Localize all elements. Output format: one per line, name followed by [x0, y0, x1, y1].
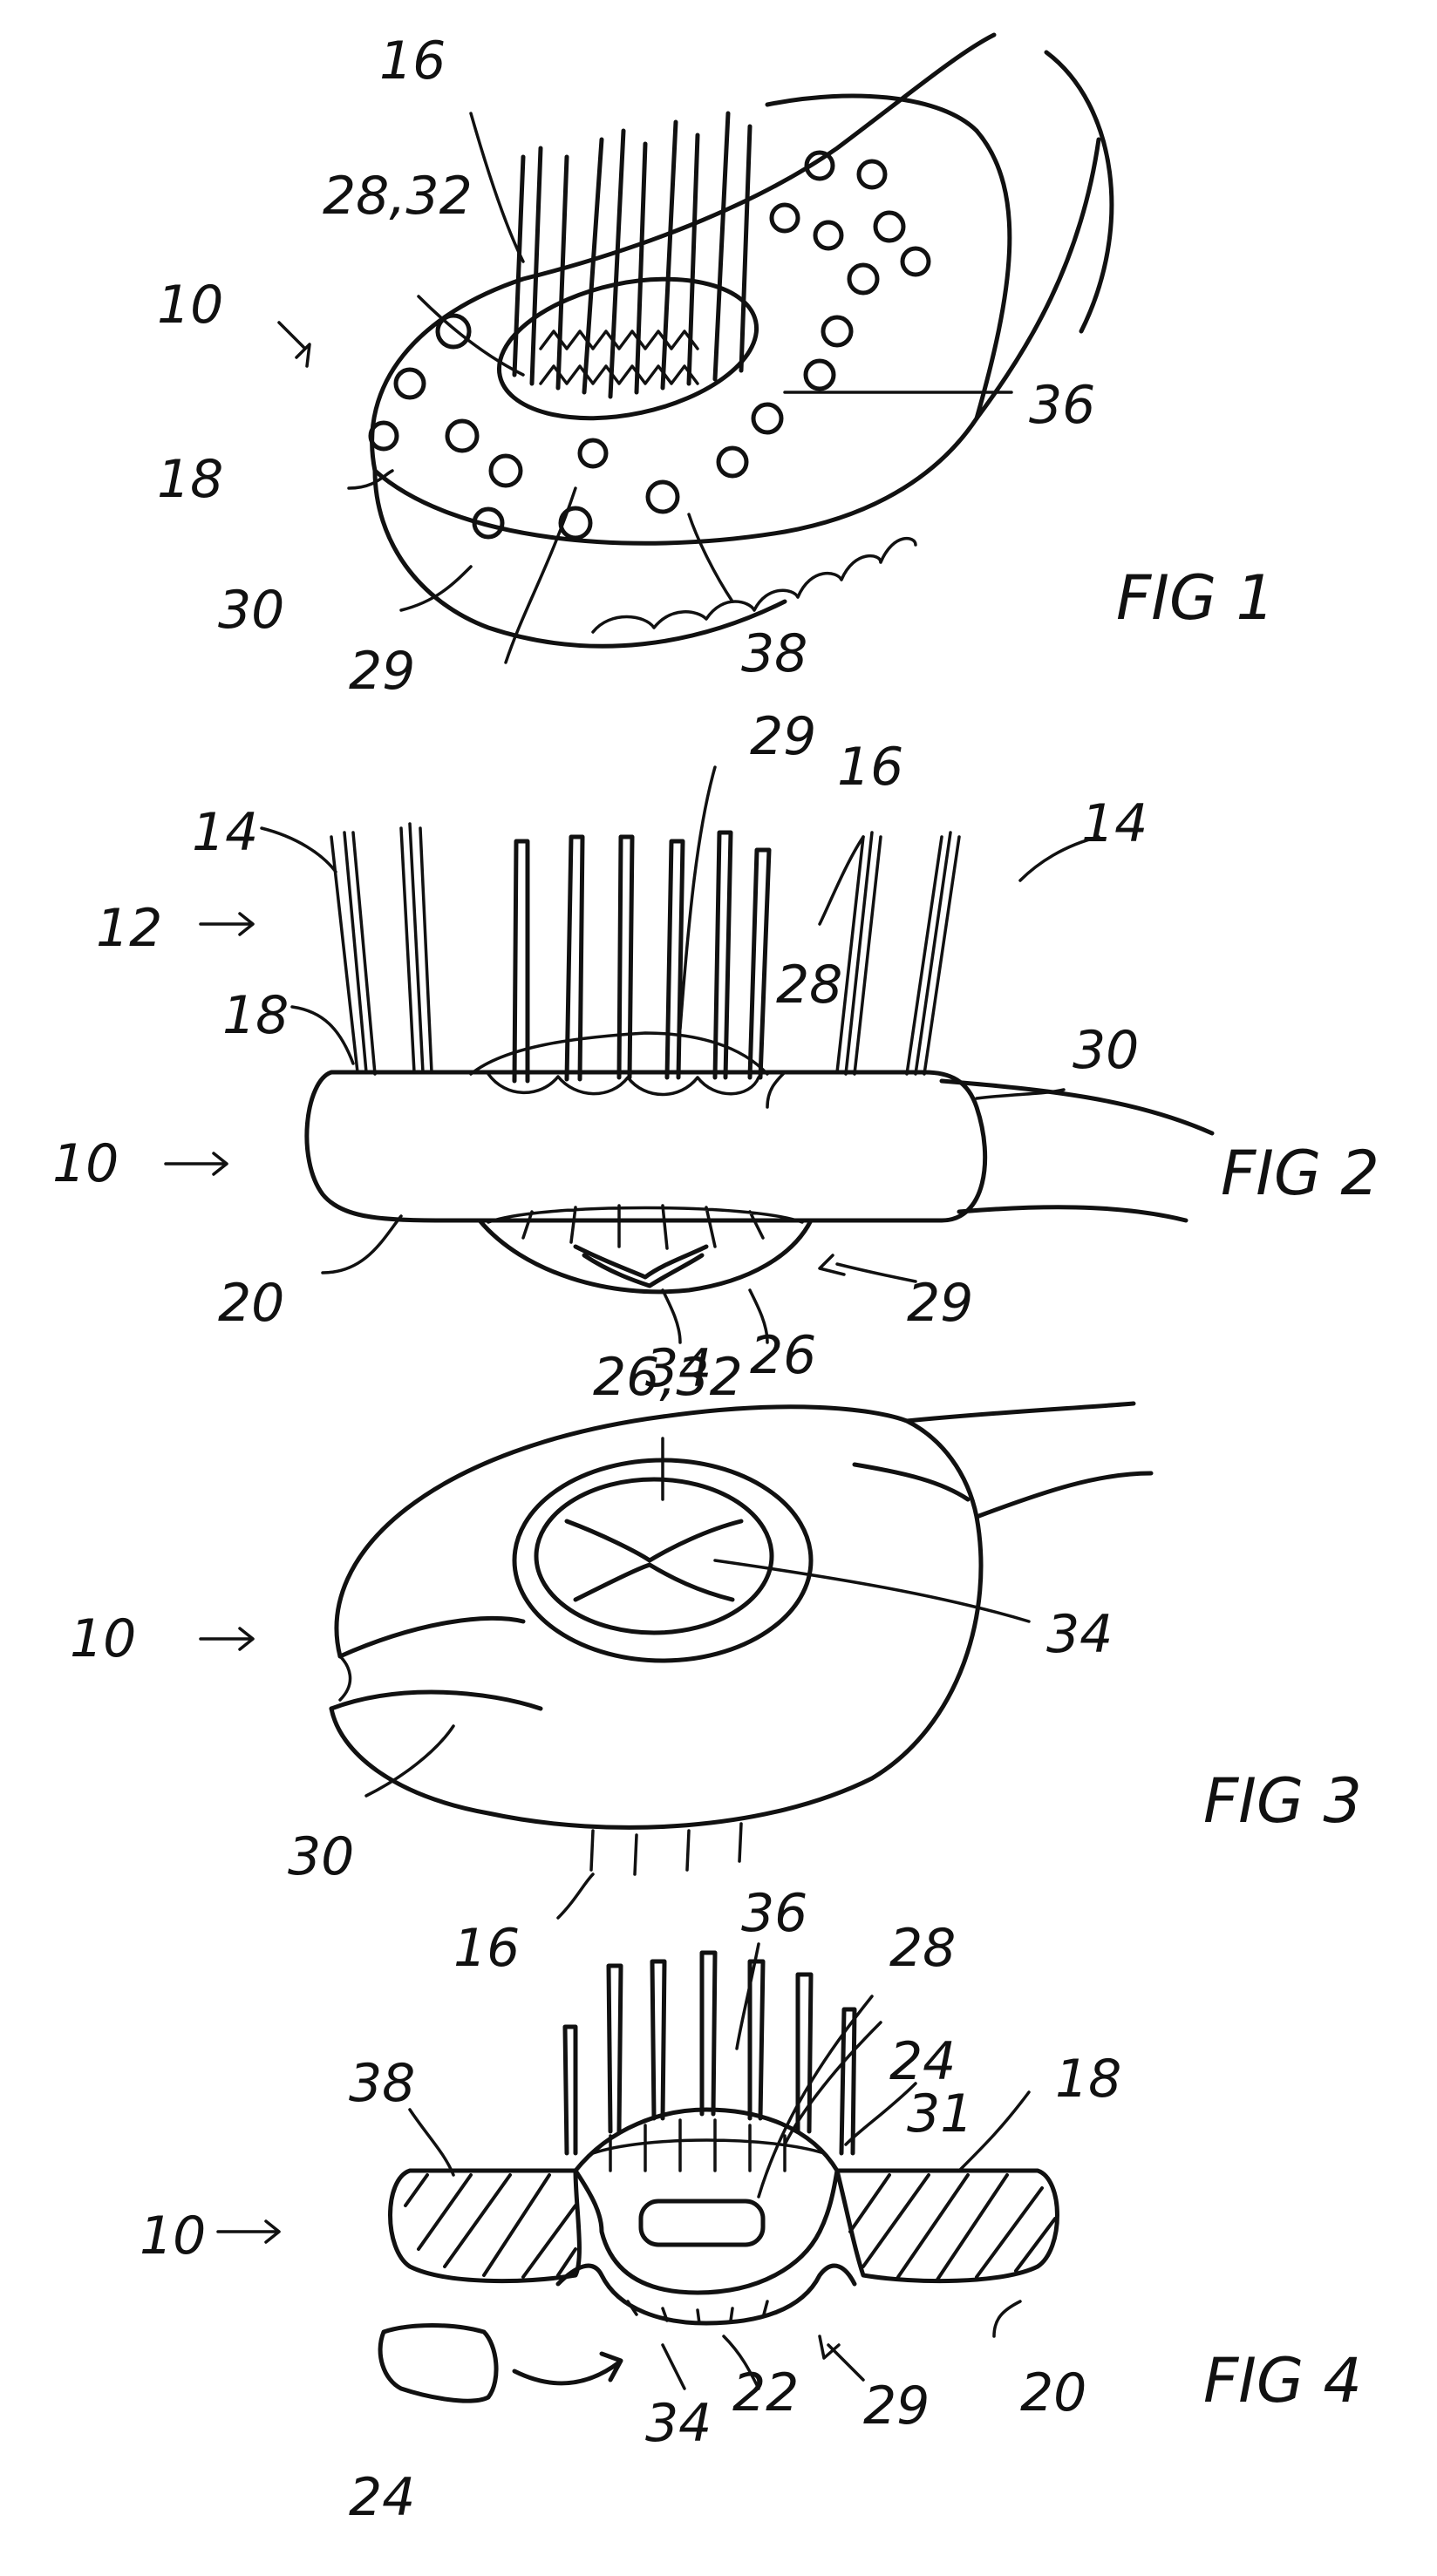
fig3-label-34: 34: [1046, 1604, 1113, 1665]
fig3-arrow: [201, 1628, 253, 1649]
fig1-head-rim: [375, 471, 785, 646]
fig4-label-18: 18: [1055, 2049, 1121, 2110]
fig1-label-29: 29: [349, 641, 415, 702]
fig2-label-28: 28: [776, 955, 842, 1016]
fig4-pad: [641, 2201, 763, 2245]
fig2-label-12: 12: [96, 898, 162, 959]
fig4-title: FIG 4: [1203, 2345, 1362, 2416]
fig4-label-36: 36: [741, 1883, 807, 1944]
fig2-label-14-right: 14: [1081, 793, 1148, 854]
figure-3: 26,32 10 34 30 16 FIG 3: [70, 1347, 1362, 1979]
fig3-label-10: 10: [70, 1608, 136, 1669]
fig3-leaders: [366, 1438, 1029, 1918]
fig1-head-top-edge: [767, 96, 977, 131]
fig2-bottom-ribs: [488, 1206, 802, 1248]
fig2-chevron: [575, 1247, 706, 1286]
fig2-label-20: 20: [218, 1273, 284, 1334]
fig1-title: FIG 1: [1116, 562, 1275, 634]
fig1-label-30: 30: [218, 580, 284, 641]
fig3-handle: [907, 1404, 1151, 1517]
fig4-bristles: [565, 1953, 855, 2153]
fig3-bristle-stubs: [591, 1824, 741, 1874]
fig2-label-10: 10: [52, 1133, 119, 1194]
fig4-label-24-loose: 24: [349, 2467, 415, 2528]
fig4-label-10: 10: [140, 2206, 206, 2267]
fig2-label-29-top: 29: [750, 706, 816, 767]
fig4-center-channel: [575, 2171, 837, 2293]
fig1-knobs: [593, 539, 916, 632]
fig2-label-16: 16: [837, 737, 903, 798]
fig2-label-29-bottom: 29: [907, 1273, 973, 1334]
fig1-label-16: 16: [379, 31, 446, 92]
fig1-label-18: 18: [157, 449, 223, 510]
fig2-handle: [942, 1081, 1212, 1220]
fig2-label-26: 26: [750, 1325, 816, 1386]
fig1-label-10: 10: [157, 275, 223, 336]
fig3-title: FIG 3: [1203, 1765, 1362, 1837]
fig2-head-body: [307, 1072, 985, 1220]
fig1-head-lower-edge: [375, 418, 977, 543]
fig1-zigzag: [541, 331, 698, 384]
fig4-hatch-left: [405, 2175, 575, 2277]
fig1-bristles: [514, 113, 750, 397]
figure-4: 36 28 24 31 18 38 10 34 22 29 20 24 FIG …: [140, 1883, 1362, 2528]
fig3-label-26-32: 26,32: [593, 1347, 743, 1408]
fig4-label-31: 31: [907, 2083, 973, 2144]
fig4-label-22: 22: [732, 2362, 799, 2423]
fig2-label-18: 18: [222, 985, 289, 1046]
fig1-label-38: 38: [741, 623, 807, 684]
fig1-label-36: 36: [1029, 375, 1095, 436]
fig4-label-38: 38: [349, 2053, 415, 2114]
fig4-label-34: 34: [645, 2393, 712, 2454]
fig2-side-tufts: [331, 824, 959, 1074]
figure-1: 10 16 28,32 18 30 29 38 36 FIG 1: [157, 31, 1275, 702]
fig4-loose-pad: [380, 2326, 496, 2402]
fig1-insert-oval: [487, 257, 770, 439]
fig3-label-16: 16: [453, 1918, 520, 1979]
figure-2: 14 12 18 10 20 29 16 28 14 30 34 26 29 F…: [52, 706, 1379, 1399]
fig3-notch: [340, 1656, 351, 1700]
fig4-label-29: 29: [863, 2375, 930, 2437]
fig4-curved-arrow: [514, 2354, 621, 2383]
fig4-label-20: 20: [1020, 2362, 1086, 2423]
fig2-title: FIG 2: [1221, 1138, 1379, 1209]
fig4-hatch-right: [850, 2175, 1055, 2280]
fig4-label-28: 28: [889, 1918, 956, 1979]
fig3-label-30: 30: [288, 1826, 354, 1887]
fig1-label-28-32: 28,32: [323, 166, 473, 227]
fig2-label-30: 30: [1073, 1020, 1139, 1081]
fig1-arrow: [279, 323, 310, 366]
fig2-label-14-left: 14: [192, 802, 258, 863]
